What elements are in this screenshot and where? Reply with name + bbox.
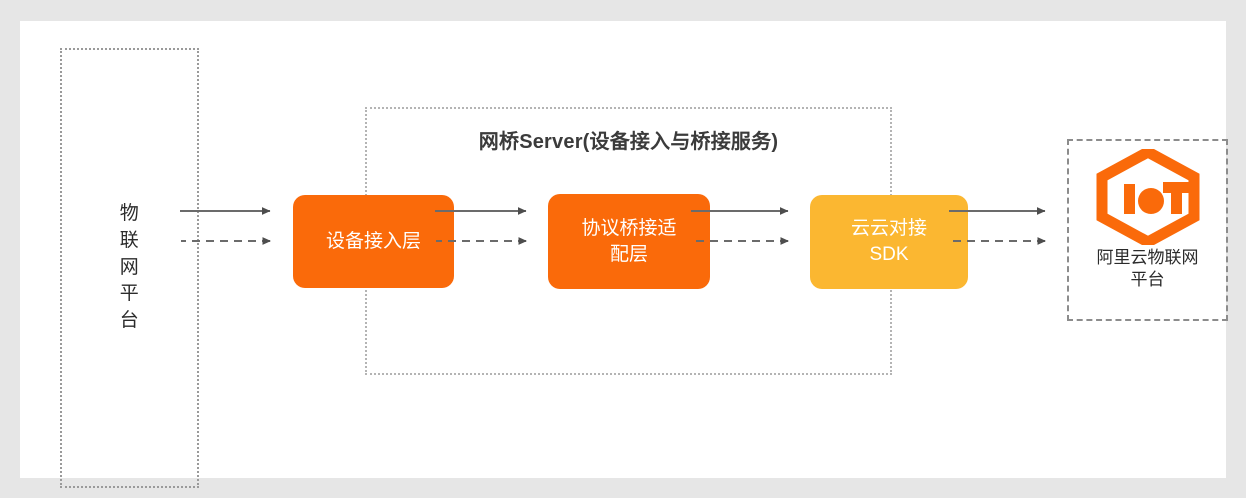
node-device-access-layer[interactable]: 设备接入层 (293, 195, 454, 288)
node-cloud-to-cloud-sdk-label: 云云对接 SDK (851, 216, 927, 267)
right-alibaba-cloud-iot-label: 阿里云物联网 平台 (1073, 247, 1223, 291)
node-protocol-bridge-adapter-layer[interactable]: 协议桥接适 配层 (548, 194, 710, 289)
node-adapter-label-line1: 协议桥接适 (581, 217, 677, 239)
bridge-server-title: 网桥Server(设备接入与桥接服务) (478, 131, 779, 153)
left-iot-platform-container: 物联网平台 (60, 48, 199, 488)
alibaba-cloud-iot-logo (1096, 149, 1199, 245)
right-alibaba-cloud-iot-container: 阿里云物联网 平台 (1067, 139, 1228, 321)
content-panel: 物联网平台 网桥Server(设备接入与桥接服务) 设备接入层 协议桥接适 配层… (20, 21, 1228, 488)
right-label-line1: 阿里云物联网 (1096, 248, 1199, 267)
node-cloud-to-cloud-sdk[interactable]: 云云对接 SDK (810, 195, 968, 289)
node-adapter-label-line2: 配层 (609, 243, 648, 265)
right-label-line2: 平台 (1130, 270, 1165, 290)
connector-layer (180, 207, 1046, 245)
node-device-access-layer-label: 设备接入层 (325, 230, 421, 252)
node-protocol-bridge-adapter-layer-label: 协议桥接适 配层 (581, 216, 676, 267)
left-iot-platform-label: 物联网平台 (119, 202, 140, 332)
node-sdk-label-line2: SDK (869, 244, 909, 265)
node-sdk-label-line1: 云云对接 (850, 218, 927, 240)
